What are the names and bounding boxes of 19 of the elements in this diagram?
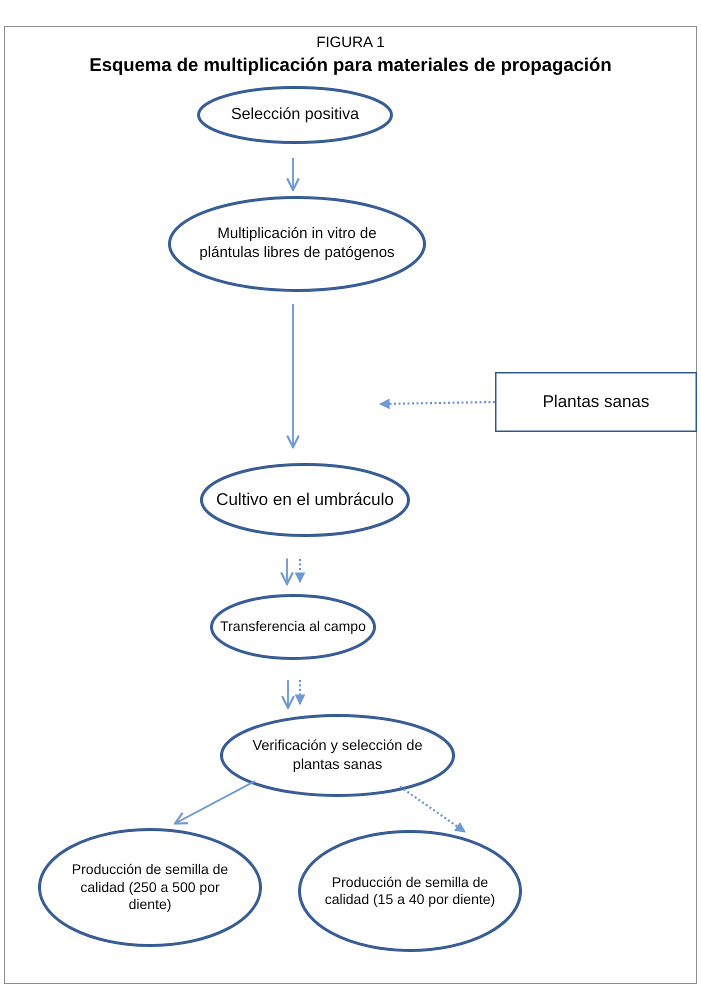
diagram-title: Esquema de multiplicación para materiales de propagación: [88, 54, 613, 76]
node-label: Producción de semilla de calidad (250 a 500 por diente): [70, 861, 230, 914]
figure-number: FIGURA 1: [315, 34, 386, 51]
arrow: [380, 398, 496, 409]
arrow: [399, 786, 466, 833]
node-label: Verificación y selección de plantas sanas: [251, 737, 424, 774]
arrow: [294, 558, 306, 583]
arrow: [280, 558, 294, 586]
node-label: Transferencia al campo: [219, 618, 367, 636]
node-label: Producción de semilla de calidad (15 a 40 por diente): [324, 874, 496, 908]
arrow: [286, 304, 300, 448]
arrow: [281, 680, 295, 709]
node-label: Multiplicación in vitro de plántulas libres de patógenos: [198, 225, 396, 263]
node-label: Cultivo en el umbráculo: [215, 489, 395, 511]
arrow: [294, 680, 306, 705]
node-label: Selección positiva: [230, 105, 360, 125]
arrow: [286, 158, 300, 192]
node-label: Plantas sanas: [542, 391, 650, 413]
arrow: [174, 780, 256, 825]
